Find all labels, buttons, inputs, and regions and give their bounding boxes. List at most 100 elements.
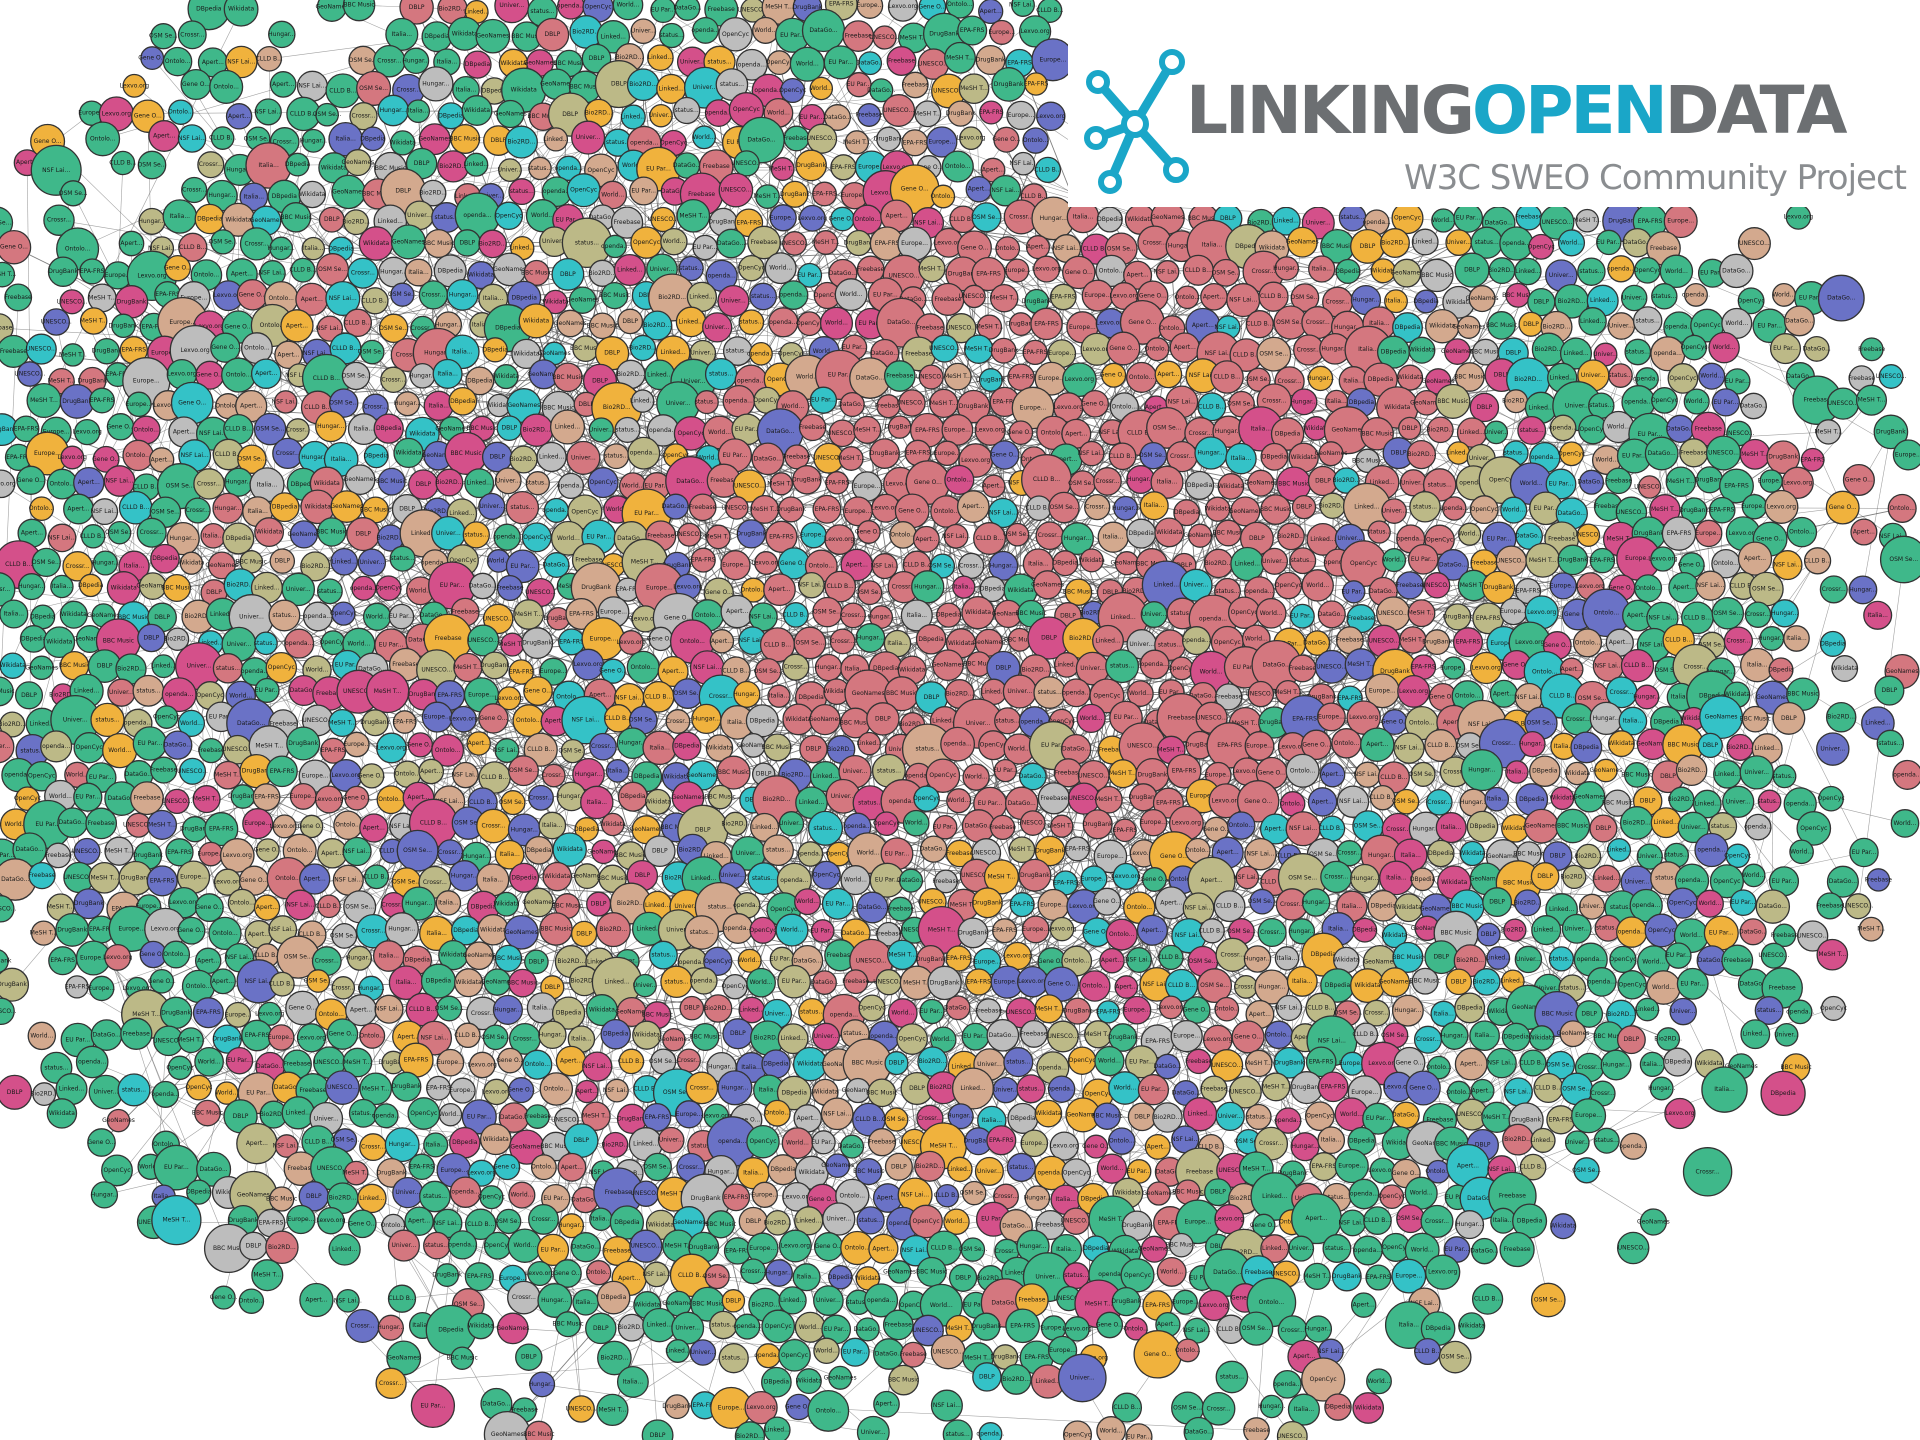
dataset-node-label: CLLD B... <box>329 87 356 94</box>
dataset-node: Europe... <box>1549 572 1577 600</box>
dataset-node: Gene O... <box>989 440 1020 470</box>
dataset-node-label: DrugBank <box>994 81 1024 88</box>
dataset-node-label: EPA-FRS <box>737 219 762 226</box>
dataset-node: GeoNames <box>475 18 511 54</box>
dataset-node-label: OSM Se... <box>358 349 387 356</box>
dataset-node-label: Hungar... <box>1849 586 1876 593</box>
dataset-node-label: Wikidata <box>363 240 389 247</box>
dataset-node-label: NSF Lai... <box>1354 771 1382 778</box>
dataset-node-label: OpenCyc <box>28 773 55 780</box>
dataset-node: Ontolo... <box>512 704 546 737</box>
dataset-node-label: NSF Lai... <box>1648 614 1676 621</box>
dataset-node: DBLP <box>1697 732 1723 759</box>
dataset-node: GeoNames <box>809 703 841 736</box>
dataset-node-label: Linked... <box>1413 239 1438 246</box>
dataset-node: Univer... <box>1381 498 1407 524</box>
dataset-node: status... <box>525 471 550 496</box>
dataset-node-label: DataGo... <box>673 162 701 169</box>
dataset-node-label: Wikidata <box>464 107 490 114</box>
dataset-node: Wikidata <box>1831 655 1859 682</box>
dataset-node: Wikidata <box>393 437 424 469</box>
dataset-node: openda... <box>284 628 315 659</box>
dataset-node-label: World... <box>693 134 716 141</box>
dataset-node-label: DBpedia <box>918 636 944 643</box>
dataset-node-label: DrugBank <box>989 347 1019 354</box>
dataset-node-label: OSM Se... <box>32 559 61 566</box>
dataset-node: EU Par... <box>993 758 1018 783</box>
dataset-node-label: Univer... <box>227 641 252 648</box>
dataset-node: Lexvo.org <box>0 469 16 499</box>
dataset-node-label: GeoNames <box>1184 532 1217 539</box>
dataset-node-label: NSF Lai... <box>493 747 521 754</box>
dataset-node-label: DBpedia <box>152 555 178 562</box>
dataset-node-label: UNESCO... <box>14 371 45 378</box>
dataset-node-label: Bio2RD... <box>419 190 447 197</box>
dataset-node-label: Crossr... <box>591 743 615 750</box>
dataset-node-label: Univer... <box>1401 479 1426 486</box>
dataset-node: DBpedia <box>194 203 226 235</box>
dataset-node-label: Crossr... <box>351 270 375 277</box>
dataset-node: DataGo... <box>751 442 785 476</box>
dataset-node: Apert... <box>1850 518 1878 546</box>
dataset-node-label: status... <box>739 319 763 326</box>
dataset-node-label: OSM Se... <box>1153 424 1182 431</box>
dataset-node: DBpedia <box>19 625 48 653</box>
dataset-node-label: Freebase <box>1858 346 1885 353</box>
dataset-node-label: Crossr... <box>0 586 10 593</box>
dataset-node-label: DataGo... <box>662 503 690 510</box>
dataset-node: DBpedia <box>1185 470 1215 500</box>
dataset-node-label: Linked... <box>601 33 626 40</box>
dataset-node-label: Gene O... <box>239 291 267 298</box>
dataset-node-label: Linked... <box>659 85 684 92</box>
dataset-node: Linked... <box>543 127 569 152</box>
dataset-node: OpenCyc <box>1274 571 1303 600</box>
dataset-node-label: Univer... <box>650 266 675 273</box>
dataset-node-label: Bio2RD... <box>572 28 600 35</box>
dataset-node-label: EU Par... <box>1622 453 1647 460</box>
dataset-node-label: EPA-FRS <box>1051 294 1076 301</box>
dataset-node-label: Wikidata <box>1291 454 1317 461</box>
dataset-node-label: EPA-FRS <box>1800 456 1825 463</box>
dataset-node-label: Freebase <box>934 296 961 303</box>
dataset-node-label: Lexvo.org <box>798 215 827 222</box>
dataset-node-label: BBC Music <box>599 292 630 299</box>
dataset-node-label: DataGo... <box>838 401 866 408</box>
dataset-node: Europe... <box>800 521 827 549</box>
dataset-node: World... <box>1255 597 1287 629</box>
dataset-node-label: openda... <box>944 741 972 748</box>
dataset-node: World... <box>1301 569 1334 602</box>
dataset-node-label: Bio2RD... <box>1319 502 1347 509</box>
dataset-node-label: World... <box>965 774 988 781</box>
dataset-node-label: Italia... <box>1231 455 1252 462</box>
dataset-node-label: Univer... <box>1581 372 1606 379</box>
dataset-node-label: Lexvo.org <box>331 772 360 779</box>
dataset-node-label: Lexvo.org <box>1648 556 1677 563</box>
dataset-node: status... <box>505 490 540 525</box>
dataset-node-label: World... <box>662 238 685 245</box>
dataset-node: Italia... <box>1783 625 1810 652</box>
dataset-node-label: MeSH T... <box>990 295 1018 302</box>
dataset-node-label: UNESCO... <box>1078 772 1109 779</box>
dataset-node-label: OSM Se... <box>1889 556 1918 563</box>
dataset-node: Italia... <box>301 236 326 261</box>
dataset-node-label: NSF Lai... <box>1168 398 1196 405</box>
dataset-node: Crossr... <box>782 653 810 681</box>
dataset-node-label: Freebase <box>1215 693 1242 700</box>
dataset-node-label: Wikidata <box>61 611 87 618</box>
dataset-node-label: Apert... <box>768 586 790 593</box>
dataset-node-label: DBpedia <box>873 665 899 672</box>
dataset-node-label: Univer... <box>187 663 212 670</box>
dataset-node-label: DBpedia <box>634 773 660 780</box>
dataset-node-label: Ontolo... <box>1112 403 1138 410</box>
dataset-node-label: CLLD B... <box>289 267 316 274</box>
dataset-node: DBLP <box>1874 675 1905 706</box>
dataset-node-label: CLLD B... <box>361 297 388 304</box>
dataset-node-label: OpenCyc <box>1669 375 1696 382</box>
dataset-node: EPA-FRS <box>1800 447 1825 472</box>
dataset-node-label: Univer... <box>1382 508 1407 515</box>
dataset-node-label: EPA-FRS <box>14 425 39 432</box>
dataset-node-label: Gene O... <box>1302 741 1330 748</box>
dataset-node-label: DBLP <box>1523 321 1539 328</box>
dataset-node: openda... <box>778 280 809 310</box>
dataset-node-label: NSF Lai... <box>48 534 76 541</box>
